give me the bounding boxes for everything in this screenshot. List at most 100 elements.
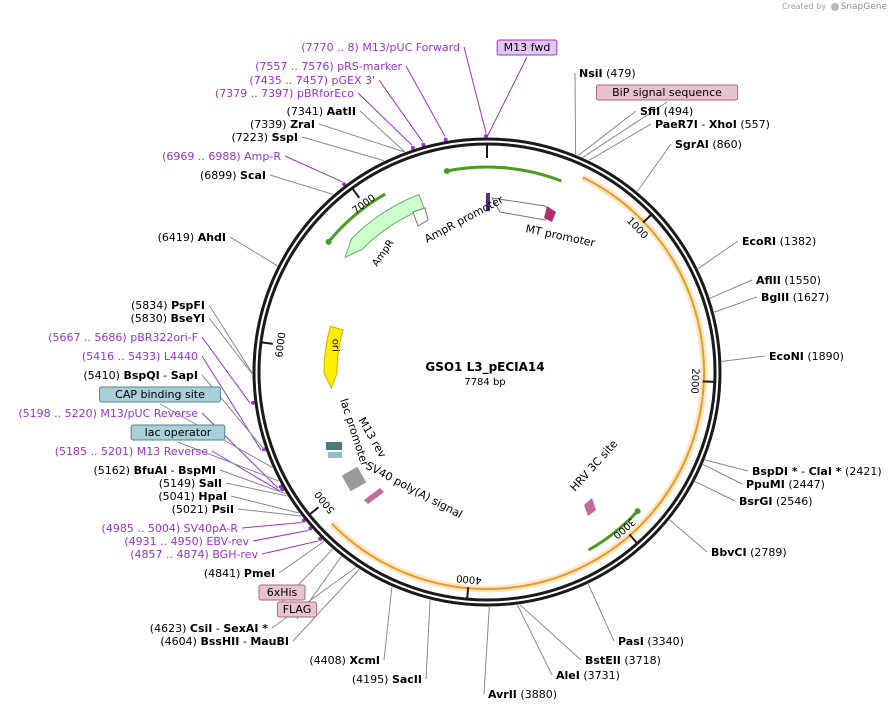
leader-line	[237, 508, 302, 517]
feature-box-label: FLAG	[283, 603, 312, 616]
leader-line	[271, 566, 357, 629]
site-position: (7223)	[231, 131, 268, 144]
ampr-promoter-label: AmpR promoter	[422, 193, 506, 246]
hrv-site-glyph	[584, 498, 596, 516]
credit-prefix: Created by	[782, 2, 827, 11]
site-name: PsiI	[212, 503, 234, 516]
label-separator: -	[698, 118, 709, 131]
cap-site-glyph	[328, 452, 342, 458]
leader-line	[721, 355, 766, 362]
green-feature-arc	[587, 510, 639, 552]
site-position: (4408)	[309, 654, 346, 667]
site-position: (5198 .. 5220)	[18, 407, 97, 420]
site-name: SspI	[272, 131, 298, 144]
tick-mark	[351, 188, 361, 199]
leader-line	[208, 304, 253, 374]
site-name: HpaI	[198, 490, 227, 503]
site-position: (2421)	[845, 465, 882, 478]
enzyme-label: (5021) PsiI	[172, 503, 234, 516]
enzyme-label: (5830) BseYI	[130, 312, 205, 325]
site-name-alt: MauBI	[250, 635, 289, 648]
leader-line	[318, 123, 405, 153]
tick-mark	[642, 214, 652, 224]
site-name: ZraI	[290, 118, 315, 131]
leader-line	[252, 529, 309, 542]
site-name: XcmI	[349, 654, 380, 667]
box-leader-line	[582, 101, 668, 158]
enzyme-label: BstEII (3718)	[585, 654, 661, 667]
tick-mark	[261, 341, 273, 345]
site-position: (1550)	[784, 274, 821, 287]
feature-box-label: M13 fwd	[504, 41, 551, 54]
primer-label: (5185 .. 5201) M13 Reverse	[55, 445, 208, 458]
ampr-promoter-arrow	[412, 207, 429, 227]
enzyme-label: AvrII (3880)	[488, 688, 557, 701]
snapgene-logo-icon	[830, 2, 839, 11]
site-name: PpuMI	[746, 478, 785, 491]
feature-box-label: lac operator	[145, 426, 212, 439]
enzyme-label: (6899) ScaI	[200, 169, 266, 182]
site-name: M13/pUC Reverse	[100, 407, 198, 420]
site-position: (7339)	[250, 118, 287, 131]
enzyme-label: (5162) BfuAI - BspMI	[93, 464, 216, 477]
leader-line	[219, 469, 287, 495]
leader-line	[704, 459, 749, 472]
leader-line	[383, 586, 393, 661]
leader-line	[714, 296, 758, 313]
green-feature-head	[443, 167, 450, 174]
ori-label: ori	[329, 339, 340, 352]
site-name-alt: BspMI	[178, 464, 216, 477]
leader-line	[425, 599, 431, 680]
green-feature-head	[634, 508, 641, 515]
ori-arrow	[323, 325, 344, 390]
leader-line	[588, 123, 652, 161]
site-position: (4985 .. 5004)	[102, 522, 181, 535]
site-position: (6969 .. 6988)	[162, 150, 241, 163]
site-position: (4931 .. 4950)	[124, 535, 203, 548]
leader-line	[519, 604, 582, 661]
orf-band-line	[330, 176, 705, 590]
enzyme-label: BbvCI (2789)	[711, 546, 787, 559]
site-name: BbvCI	[711, 546, 747, 559]
primer-site-marker	[301, 518, 306, 523]
site-position: (3731)	[583, 669, 620, 682]
feature-box	[496, 39, 558, 56]
plasmid-backbone	[252, 137, 722, 607]
site-name: AvrII	[488, 688, 517, 701]
enzyme-label: NsiI (479)	[579, 67, 636, 80]
site-name: BstEII	[585, 654, 621, 667]
site-position: (479)	[606, 67, 636, 80]
backbone-outer-ring	[252, 137, 722, 607]
site-position: (7435 .. 7457)	[249, 74, 328, 87]
enzyme-label: PaeR7I - XhoI (557)	[655, 118, 770, 131]
credit-brand: SnapGene	[840, 2, 887, 12]
site-position: (2789)	[750, 546, 787, 559]
enzyme-label: PpuMI (2447)	[746, 478, 825, 491]
enzyme-label: (5834) PspFI	[131, 299, 205, 312]
ampr-label: AmpR	[370, 238, 396, 269]
site-name: pGEX 3'	[331, 74, 375, 87]
site-name: EcoRI	[742, 235, 776, 248]
site-position: (5149)	[159, 477, 196, 490]
enzyme-label: (7341) AatII	[287, 105, 356, 118]
enzyme-label: EcoRI (1382)	[742, 235, 816, 248]
leader-line	[211, 450, 280, 492]
tick-label: 2000	[688, 368, 700, 394]
enzyme-label: EcoNI (1890)	[769, 350, 844, 363]
site-name: L4440	[164, 350, 198, 363]
site-name: ScaI	[240, 169, 266, 182]
feature-box	[276, 601, 318, 618]
label-separator: -	[160, 369, 171, 382]
primer-site-marker	[443, 137, 448, 142]
primer-label: (5667 .. 5686) pBR322ori-F	[48, 331, 198, 344]
site-position: (5021)	[172, 503, 209, 516]
site-name: BsrGI	[739, 495, 772, 508]
site-labels: (7770 .. 8) M13/pUC Forward(7557 .. 7576…	[18, 39, 882, 701]
leader-line	[284, 155, 343, 183]
site-name: BssHII	[200, 635, 239, 648]
site-position: (5185 .. 5201)	[55, 445, 134, 458]
site-position: (6419)	[158, 231, 195, 244]
site-position: (4195)	[352, 673, 389, 686]
